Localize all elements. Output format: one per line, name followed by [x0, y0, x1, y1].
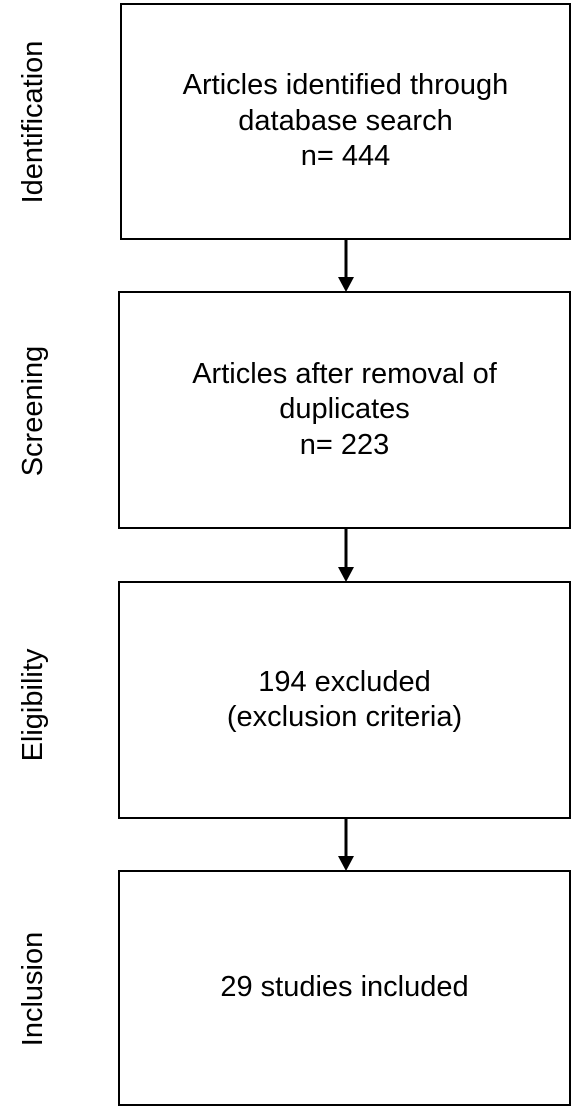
- arrow-screening-to-eligibility: [338, 528, 354, 582]
- eligibility-box-line-2: (exclusion criteria): [226, 701, 463, 733]
- identification-box-line-2: database search: [238, 104, 453, 137]
- stage-label-screening: Screening: [17, 345, 49, 477]
- screening-box-line-2: duplicates: [279, 393, 410, 426]
- identification-box-line-3: n= 444: [300, 140, 391, 173]
- identification-box: Articles identified through database sea…: [120, 3, 571, 240]
- screening-box-line-1: Articles after removal of: [192, 357, 497, 390]
- screening-box-line-3: n= 223: [299, 428, 390, 461]
- arrow-eligibility-to-inclusion: [338, 818, 354, 871]
- inclusion-box-line-1: 29 studies included: [220, 971, 469, 1004]
- stage-label-eligibility: Eligibility: [17, 648, 49, 762]
- identification-box-line-1: Articles identified through: [182, 69, 509, 102]
- eligibility-box: 194 excluded (exclusion criteria): [118, 581, 571, 819]
- inclusion-box: 29 studies included: [118, 870, 571, 1106]
- arrow-identification-to-screening: [338, 239, 354, 292]
- eligibility-box-line-1: 194 excluded: [258, 665, 431, 698]
- stage-label-inclusion: Inclusion: [17, 931, 49, 1047]
- stage-label-identification: Identification: [17, 40, 49, 204]
- screening-box: Articles after removal of duplicates n= …: [118, 291, 571, 529]
